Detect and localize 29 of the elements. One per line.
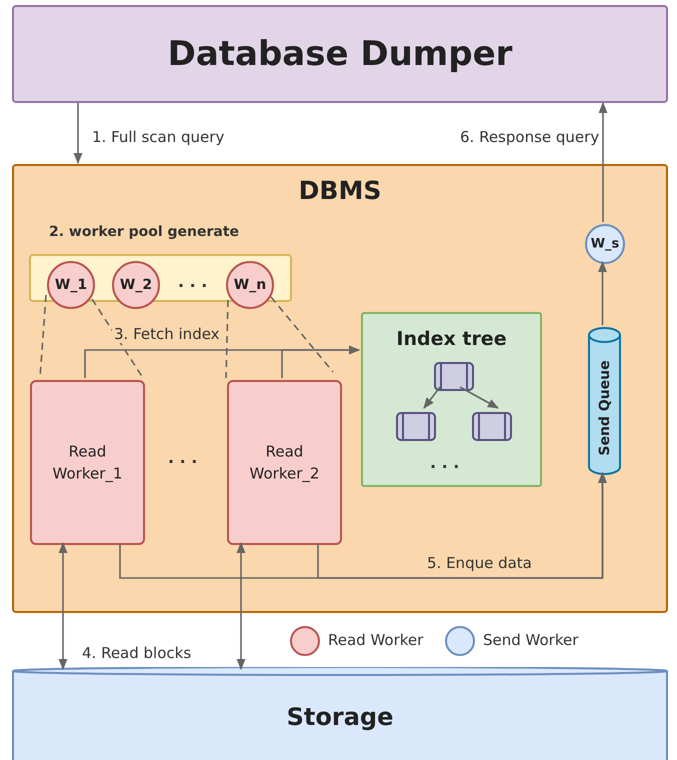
dumper-box: Database Dumper [12, 5, 668, 103]
ellipsis: . . . [168, 448, 198, 467]
edge-label: 3. Fetch index [112, 325, 222, 343]
edge-label: 6. Response query [458, 128, 602, 146]
ellipsis: . . . [178, 272, 208, 291]
arrow [460, 386, 499, 409]
box-shape [396, 412, 436, 441]
arrow [598, 102, 608, 222]
storage-cylinder: Storage [12, 667, 668, 760]
read-worker-box: Read Worker_2 [227, 380, 342, 545]
dashed-line [270, 296, 334, 372]
legend-label: Read Worker [328, 631, 424, 649]
box-shape [434, 362, 474, 391]
arrow [74, 103, 82, 164]
worker-circle: W_s [585, 224, 625, 264]
arrow [281, 346, 360, 378]
ellipsis: . . . [430, 453, 460, 472]
read-worker-box: Read Worker_1 [30, 380, 145, 545]
arrow [598, 260, 607, 325]
step-label: 2. worker pool generate [49, 224, 240, 240]
box-shape [472, 412, 512, 441]
legend-label: Send Worker [483, 631, 578, 649]
dashed-line [91, 298, 144, 378]
arrow [317, 472, 607, 579]
send-queue-cylinder: Send Queue [588, 327, 621, 475]
arrow [236, 542, 246, 670]
dashed-line [225, 300, 229, 378]
arrow [58, 542, 68, 670]
arrow [423, 386, 441, 409]
